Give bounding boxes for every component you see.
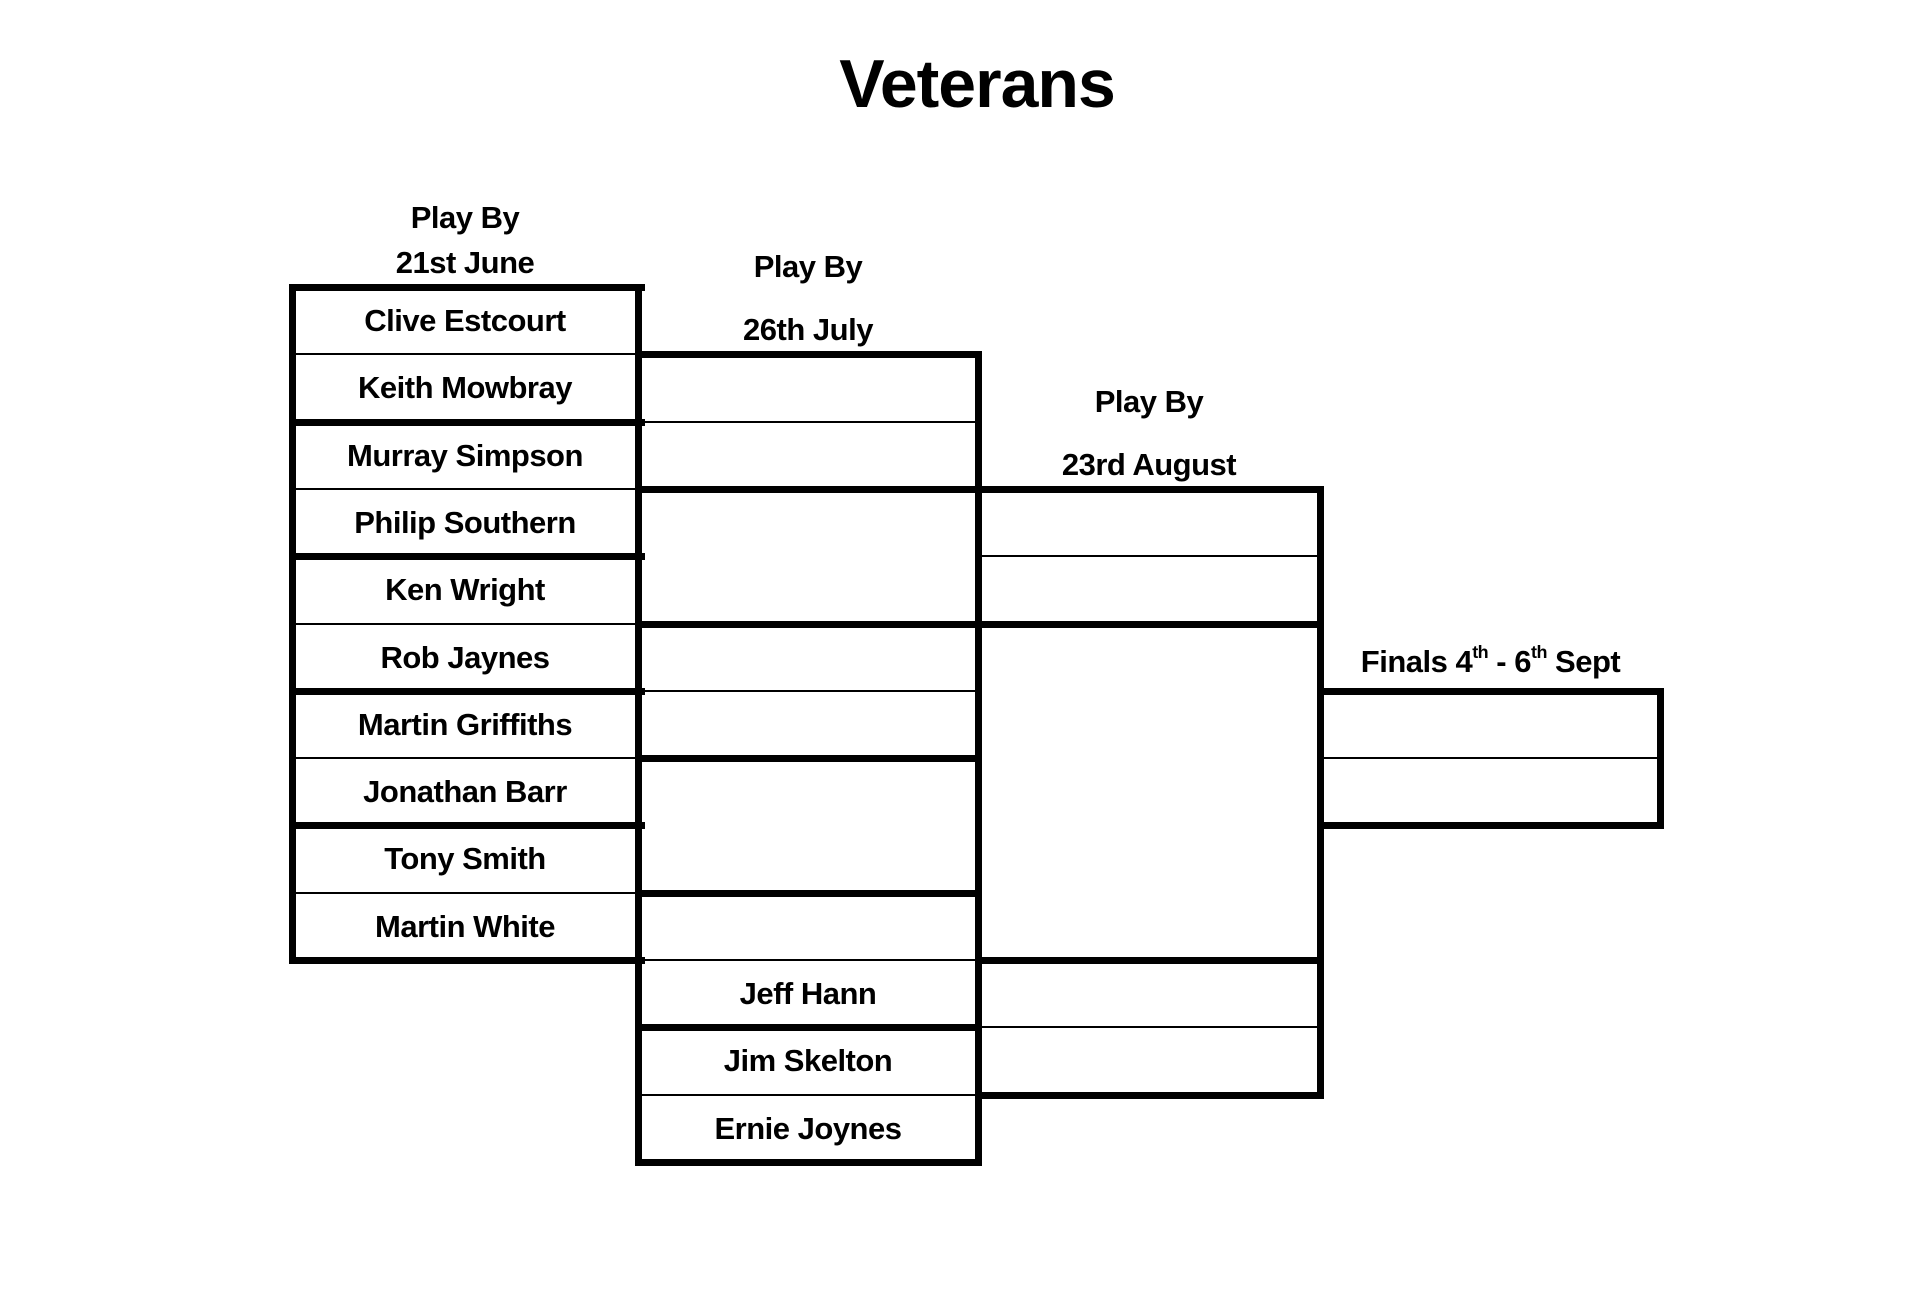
bracket-line-thin: [289, 488, 645, 490]
round2-winner-slot-5: [638, 893, 978, 960]
bracket-line-horizontal: [289, 553, 645, 560]
bracket-line-horizontal: [635, 755, 982, 762]
round1-player-3: Murray Simpson: [347, 437, 583, 473]
round2-winner-slot-2: [638, 422, 978, 489]
bracket-line-horizontal: [289, 822, 645, 829]
round2-header-line2: 26th July: [743, 312, 873, 347]
bracket-line-thin: [1317, 757, 1664, 759]
round1-player-7: Martin Griffiths: [357, 706, 573, 742]
bracket-line-horizontal: [635, 351, 982, 358]
finals-header-sup1: th: [1472, 641, 1489, 662]
bracket-line-thin: [635, 690, 982, 692]
bracket-line-horizontal: [1317, 822, 1664, 829]
bracket-line-horizontal: [975, 621, 1324, 628]
finals-header-text: Finals 4: [1360, 644, 1473, 679]
round2-winner-slot-4: [638, 691, 978, 758]
bracket-line-horizontal: [975, 486, 1324, 493]
bracket-line-horizontal: [635, 890, 982, 897]
bracket-line-thin: [635, 1094, 982, 1096]
bracket-line-thin: [289, 757, 645, 759]
bracket-line-horizontal: [289, 688, 645, 695]
bracket-line-horizontal: [635, 486, 982, 493]
bracket-line-thin: [975, 555, 1324, 557]
finals-header-mid: - 6: [1488, 644, 1531, 679]
round3-winner-slot-1: [978, 489, 1320, 556]
bracket-line-vertical: [635, 284, 642, 1166]
finals-winner-slot-1: [1320, 691, 1660, 758]
round1-player-4: Philip Southern: [354, 504, 576, 540]
bracket-line-thin: [975, 1026, 1324, 1028]
bracket-line-thin: [289, 623, 645, 625]
round1-player-6: Rob Jaynes: [380, 639, 550, 675]
bracket-line-thin: [289, 892, 645, 894]
round1-player-10: Martin White: [375, 908, 556, 944]
round3-header-line1: Play By: [1094, 384, 1204, 419]
round1-player-5: Ken Wright: [385, 572, 545, 607]
bracket-line-horizontal: [635, 621, 982, 628]
round2-connector-cell: [638, 489, 978, 624]
bracket-line-horizontal: [975, 957, 1324, 964]
round1-player-8: Jonathan Barr: [363, 773, 567, 809]
page-title: Veterans: [839, 46, 1116, 122]
bracket-line-vertical: [1317, 486, 1324, 1099]
bracket-line-horizontal: [975, 1092, 1324, 1099]
round2-entrant-3: Ernie Joynes: [714, 1110, 902, 1146]
bracket-line-horizontal: [635, 1024, 982, 1031]
bracket-line-thin: [289, 353, 645, 355]
round1-header-line1: Play By: [410, 200, 520, 235]
bracket-line-thin: [635, 959, 982, 961]
round2-header-line1: Play By: [753, 249, 863, 284]
round1-player-9: Tony Smith: [384, 841, 546, 876]
round2-winner-slot-1: [638, 354, 978, 422]
round3-winner-slot-3: [978, 960, 1320, 1027]
round2-entrant-1: Jeff Hann: [739, 975, 877, 1011]
finals-header-sup2: th: [1530, 641, 1547, 662]
round3-winner-slot-4: [978, 1027, 1320, 1095]
bracket-line-thin: [635, 421, 982, 423]
round2-winner-slot-3: [638, 624, 978, 691]
round2-entrant-2: Jim Skelton: [723, 1043, 893, 1078]
bracket-line-horizontal: [289, 957, 645, 964]
round1-header-line2: 21st June: [395, 245, 535, 280]
finals-header-suffix: Sept: [1546, 644, 1621, 679]
round1-player-2: Keith Mowbray: [358, 370, 572, 405]
bracket-line-horizontal: [289, 284, 645, 291]
finals-winner-slot-2: [1320, 758, 1660, 825]
bracket-line-horizontal: [635, 1159, 982, 1166]
round1-player-1: Clive Estcourt: [364, 302, 566, 338]
bracket-line-horizontal: [1317, 688, 1664, 695]
round3-winner-slot-2: [978, 556, 1320, 624]
round3-header-line2: 23rd August: [1061, 447, 1237, 482]
bracket-line-horizontal: [289, 419, 645, 426]
